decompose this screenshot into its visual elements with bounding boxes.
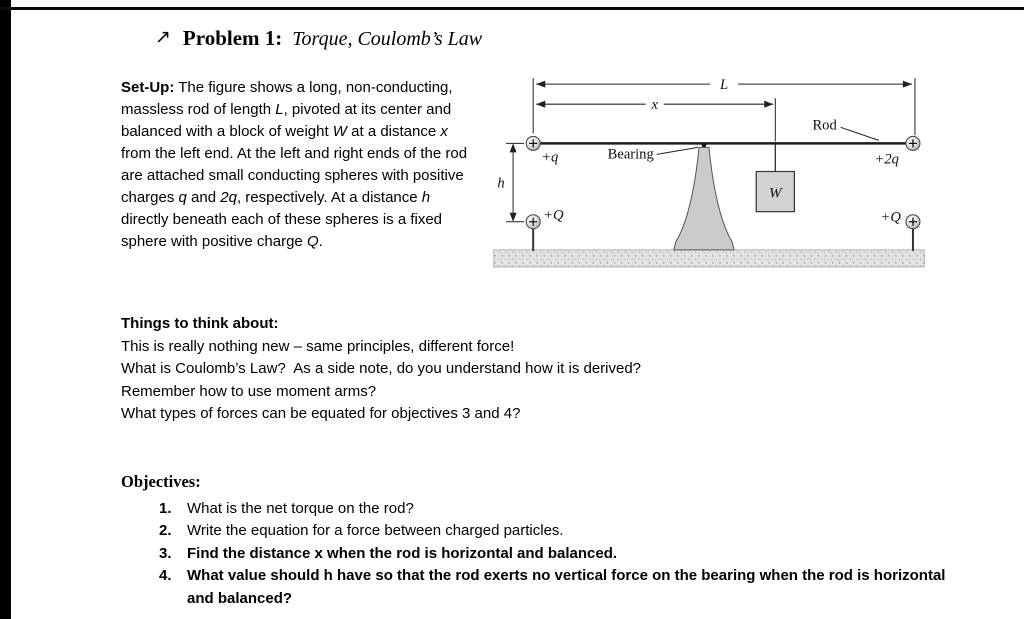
arrowhead — [509, 143, 517, 153]
plus-sign — [908, 217, 917, 226]
arrowhead — [764, 100, 774, 108]
dimension-x: x — [536, 97, 774, 113]
document-page: ↗ Problem 1: Torque, Coulomb’s Law Set-U… — [11, 10, 1024, 619]
annotation-arrow-icon: ↗ — [155, 27, 171, 48]
think-about-line: Remember how to use moment arms? — [121, 382, 377, 400]
arrowhead — [509, 212, 517, 222]
dim-label-L: L — [719, 77, 728, 93]
sphere-charge-2q-right — [905, 135, 921, 151]
think-about-line: What is Coulomb’s Law? As a side note, d… — [121, 360, 642, 377]
setup-paragraph: Set-Up: The figure shows a long, non-con… — [121, 79, 468, 251]
setup-section: Set-Up: The figure shows a long, non-con… — [121, 77, 1024, 277]
charge-label-2q: +2q — [875, 151, 899, 167]
think-about-line: This is really nothing new – same princi… — [121, 337, 515, 355]
objectives-list: 1. What is the net torque on the rod? 2.… — [159, 498, 959, 611]
arrowhead — [536, 80, 546, 88]
objectives-section: Objectives: 1. What is the net torque on… — [121, 472, 1024, 611]
arrowhead — [902, 80, 912, 88]
title-subtitle: Torque, Coulomb’s Law — [292, 28, 483, 50]
figure-container: L x h — [492, 71, 926, 277]
ground-strip — [492, 249, 926, 268]
objective-item: 3. Find the distance x when the rod is h… — [159, 543, 959, 566]
bearing-label: Bearing — [608, 146, 654, 162]
plus-sign — [529, 139, 538, 148]
page-edge-top — [0, 7, 1024, 10]
objective-number: 1. — [159, 499, 172, 517]
weight-label: W — [769, 186, 783, 202]
sphere-charge-Q-left — [525, 214, 541, 230]
plus-sign — [529, 217, 538, 226]
weight-block — [755, 170, 795, 213]
plus-sign — [908, 139, 917, 148]
sphere-charge-q-left — [525, 135, 541, 151]
sphere-charge-Q-right — [905, 214, 921, 230]
dim-label-x: x — [651, 97, 659, 113]
objective-number: 2. — [159, 522, 172, 539]
think-about-section: Things to think about: This is really no… — [121, 313, 881, 426]
charge-label-Q-right: +Q — [881, 210, 902, 226]
think-about-heading: Things to think about: — [121, 315, 279, 332]
objective-text: Find the distance x when the rod is hori… — [187, 544, 618, 562]
objective-item: 2. Write the equation for a force betwee… — [159, 520, 959, 543]
arrowhead — [536, 100, 546, 108]
bearing-pedestal — [673, 146, 735, 251]
objective-text: Write the equation for a force between c… — [187, 522, 564, 539]
figure-diagram: L x h — [492, 77, 926, 268]
dimension-L: L — [536, 77, 912, 93]
rod-label: Rod — [812, 117, 837, 133]
objective-text: What value should h have so that the rod… — [187, 567, 946, 607]
objective-item: 4. What value should h have so that the … — [159, 565, 959, 610]
dimension-h: h — [497, 142, 525, 223]
objective-number: 4. — [159, 567, 172, 584]
rod-callout: Rod — [812, 117, 879, 141]
dim-label-h: h — [497, 176, 504, 192]
think-about-line: What types of forces can be equated for … — [121, 405, 521, 422]
objective-number: 3. — [159, 544, 172, 562]
objective-item: 1. What is the net torque on the rod? — [159, 498, 959, 521]
page-title: ↗ Problem 1: Torque, Coulomb’s Law — [155, 26, 1024, 51]
page-edge-left — [0, 0, 11, 619]
bearing-callout: Bearing — [608, 146, 699, 162]
objective-text: What is the net torque on the rod? — [187, 499, 414, 517]
charge-label-Q-left: +Q — [543, 208, 564, 224]
objectives-heading: Objectives: — [121, 471, 201, 491]
charge-label-q: +q — [541, 149, 558, 165]
title-prefix: Problem 1: — [182, 26, 283, 50]
